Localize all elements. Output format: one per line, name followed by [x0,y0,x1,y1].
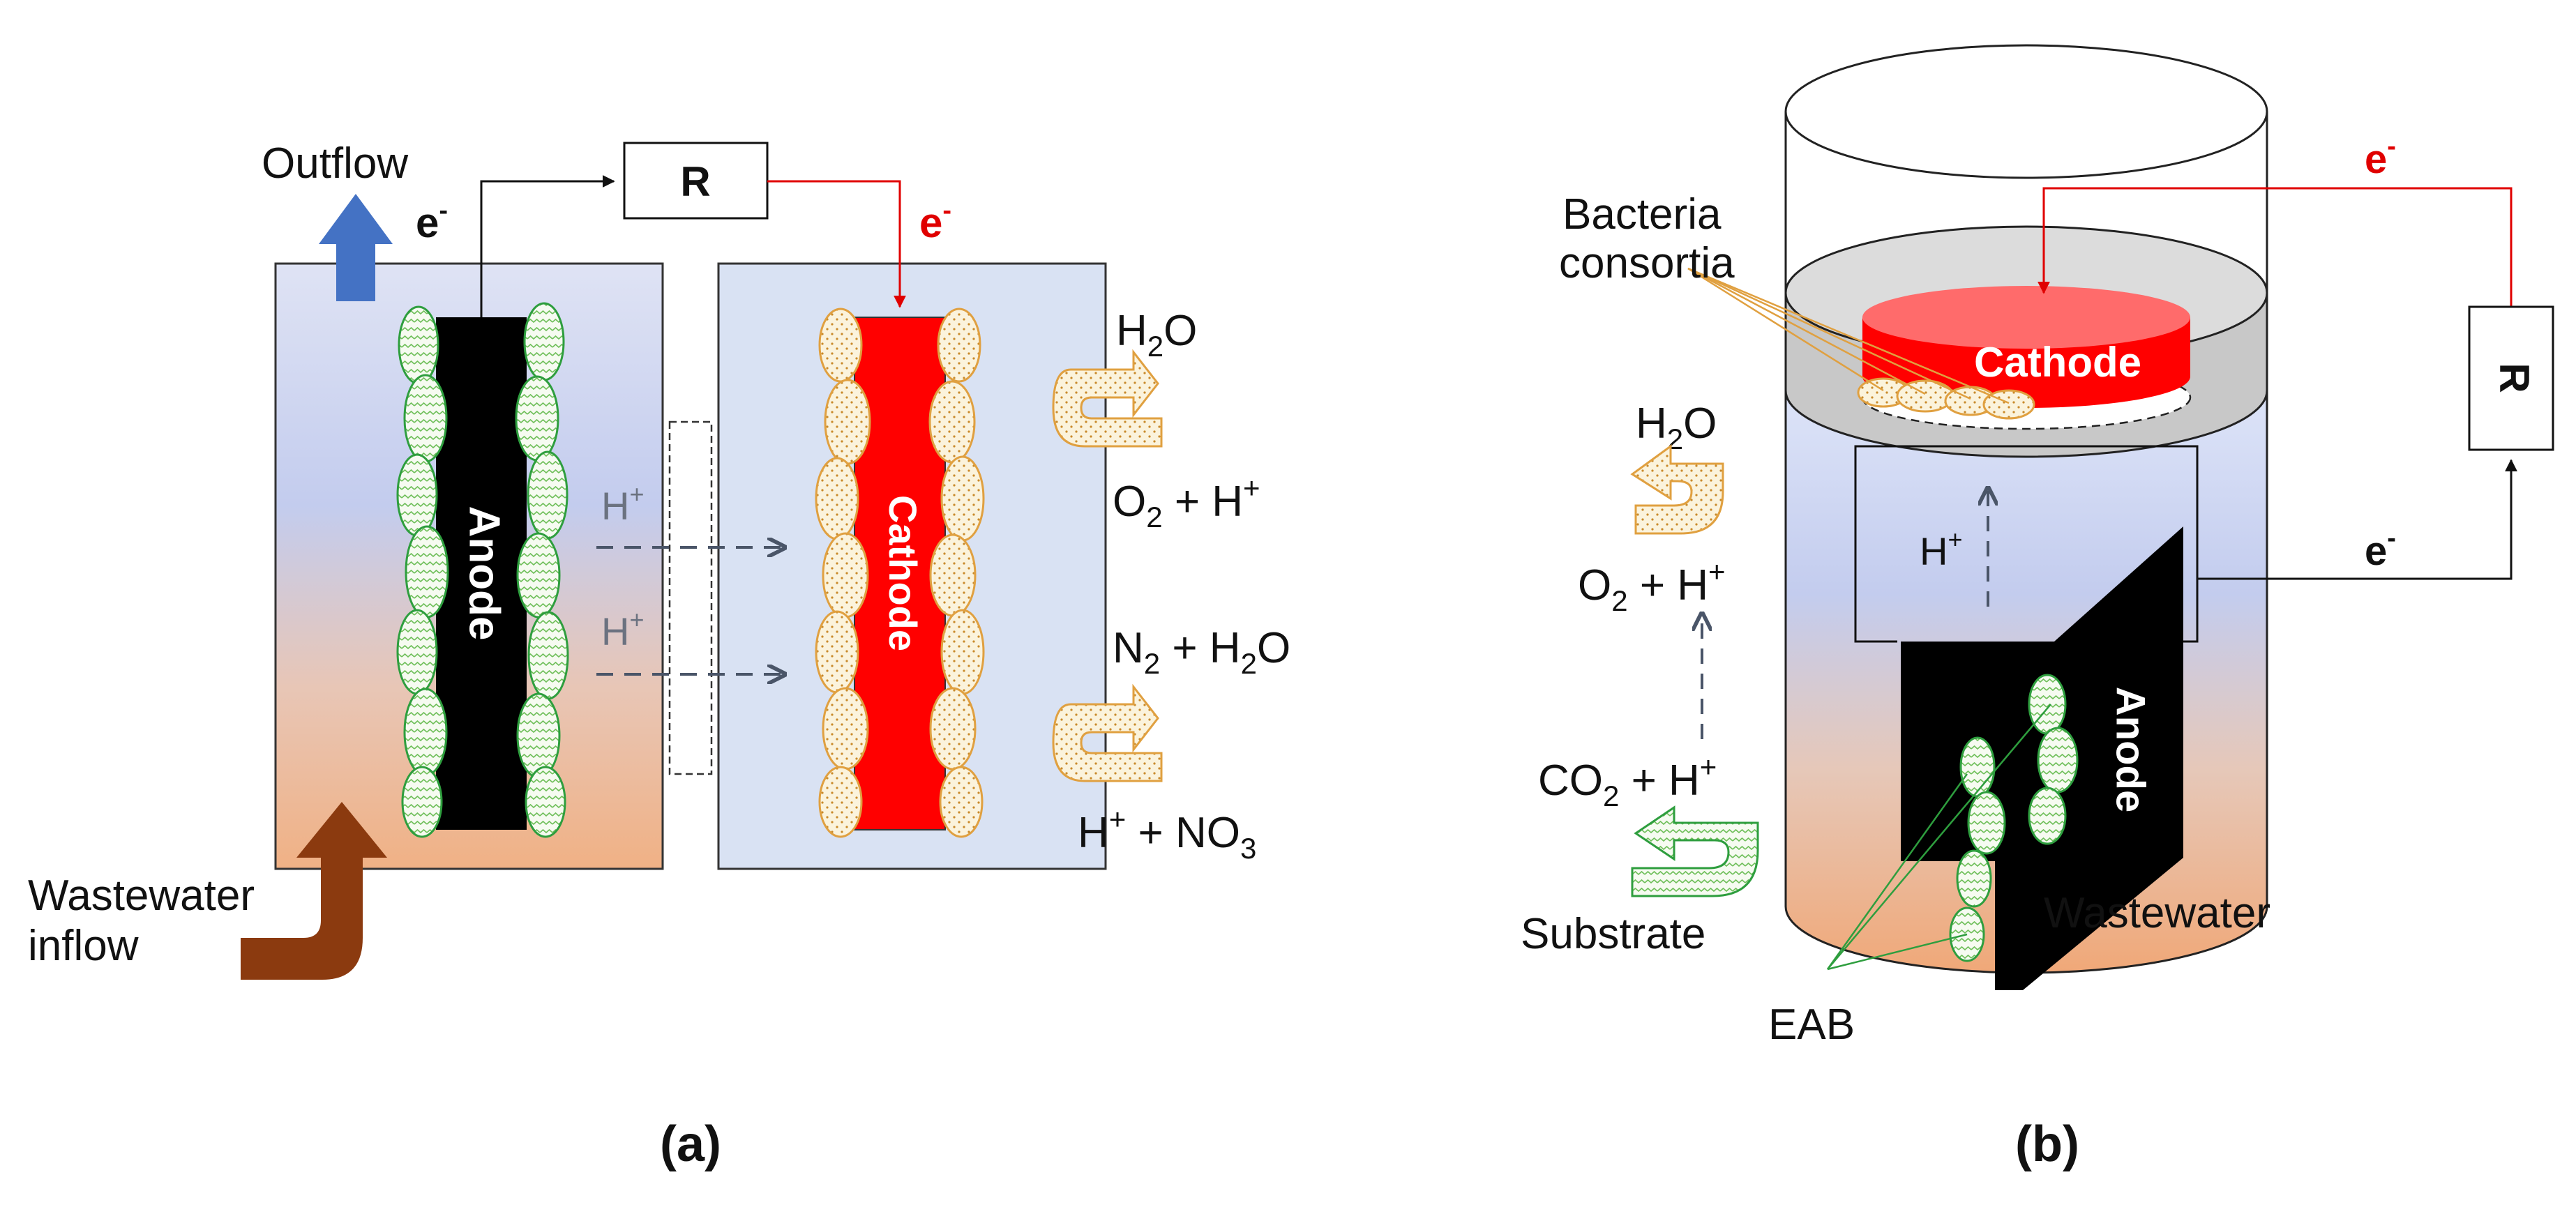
reaction-arrow-no3 [1052,683,1163,782]
proton-label-2: H+ [601,605,644,653]
anode-electrode [436,317,527,830]
reaction-arrow-o2 [1052,349,1163,448]
cathode-disk-top [1862,286,2190,349]
circuit-wire-anode [480,175,615,317]
co2-label-b: CO2 + H+ [1538,750,1717,812]
resistor-a-label: R [680,158,710,205]
eab-pointer-lines [1826,704,2051,971]
electron-label-left: e- [416,196,448,246]
o2-label-b: O2 + H+ [1578,555,1726,617]
reaction-arrow-substrate [1631,805,1759,897]
proton-label-b: H+ [1920,525,1962,573]
h2o-label-b: H2O [1636,400,1717,455]
cylinder-top [1784,44,2268,179]
anode-label: Anode [460,506,509,641]
electron-label-b-bottom: e- [2365,524,2396,574]
membrane [668,420,713,775]
circuit-wire-cathode [767,180,906,308]
wastewater-label-b: Wastewater [2044,889,2270,937]
outflow-label: Outflow [262,139,408,188]
eab-label: EAB [1768,1001,1855,1049]
caption-a: (a) [660,1116,721,1172]
anode-wire-frame [1854,445,2199,643]
circuit-wire-anode-b [2197,459,2517,580]
h2o-label-a: H2O [1116,307,1197,363]
circuit-wire-cathode-b [2038,187,2513,404]
outflow-arrow [319,194,393,301]
caption-b: (b) [2015,1116,2079,1172]
anode-label-b: Anode [2108,687,2153,812]
n2-label-a: N2 + H2O [1113,624,1290,680]
cathode-label-a: Cathode [881,495,925,651]
substrate-label: Substrate [1521,910,1705,958]
inflow-arrow [241,802,387,980]
resistor-b-label: R [2491,363,2538,393]
no3-label-a: H+ + NO3 [1078,803,1256,865]
reaction-arrow-o2-b [1630,444,1724,535]
anode-biofilm [396,302,569,838]
electron-label-b-top: e- [2365,132,2396,182]
bacteria-pointer-lines [1687,267,2010,404]
cathode-biofilm [815,308,985,838]
panel-a: Anode Cathode R e- e- Outflow [28,139,1290,1172]
eab-biofilm [1949,674,2079,962]
cathode-label-b: Cathode [1974,339,2141,386]
proton-label-1: H+ [601,480,644,528]
resistor-b [2468,305,2554,451]
o2-label-a: O2 + H+ [1113,471,1260,533]
electron-label-right: e- [919,196,951,246]
